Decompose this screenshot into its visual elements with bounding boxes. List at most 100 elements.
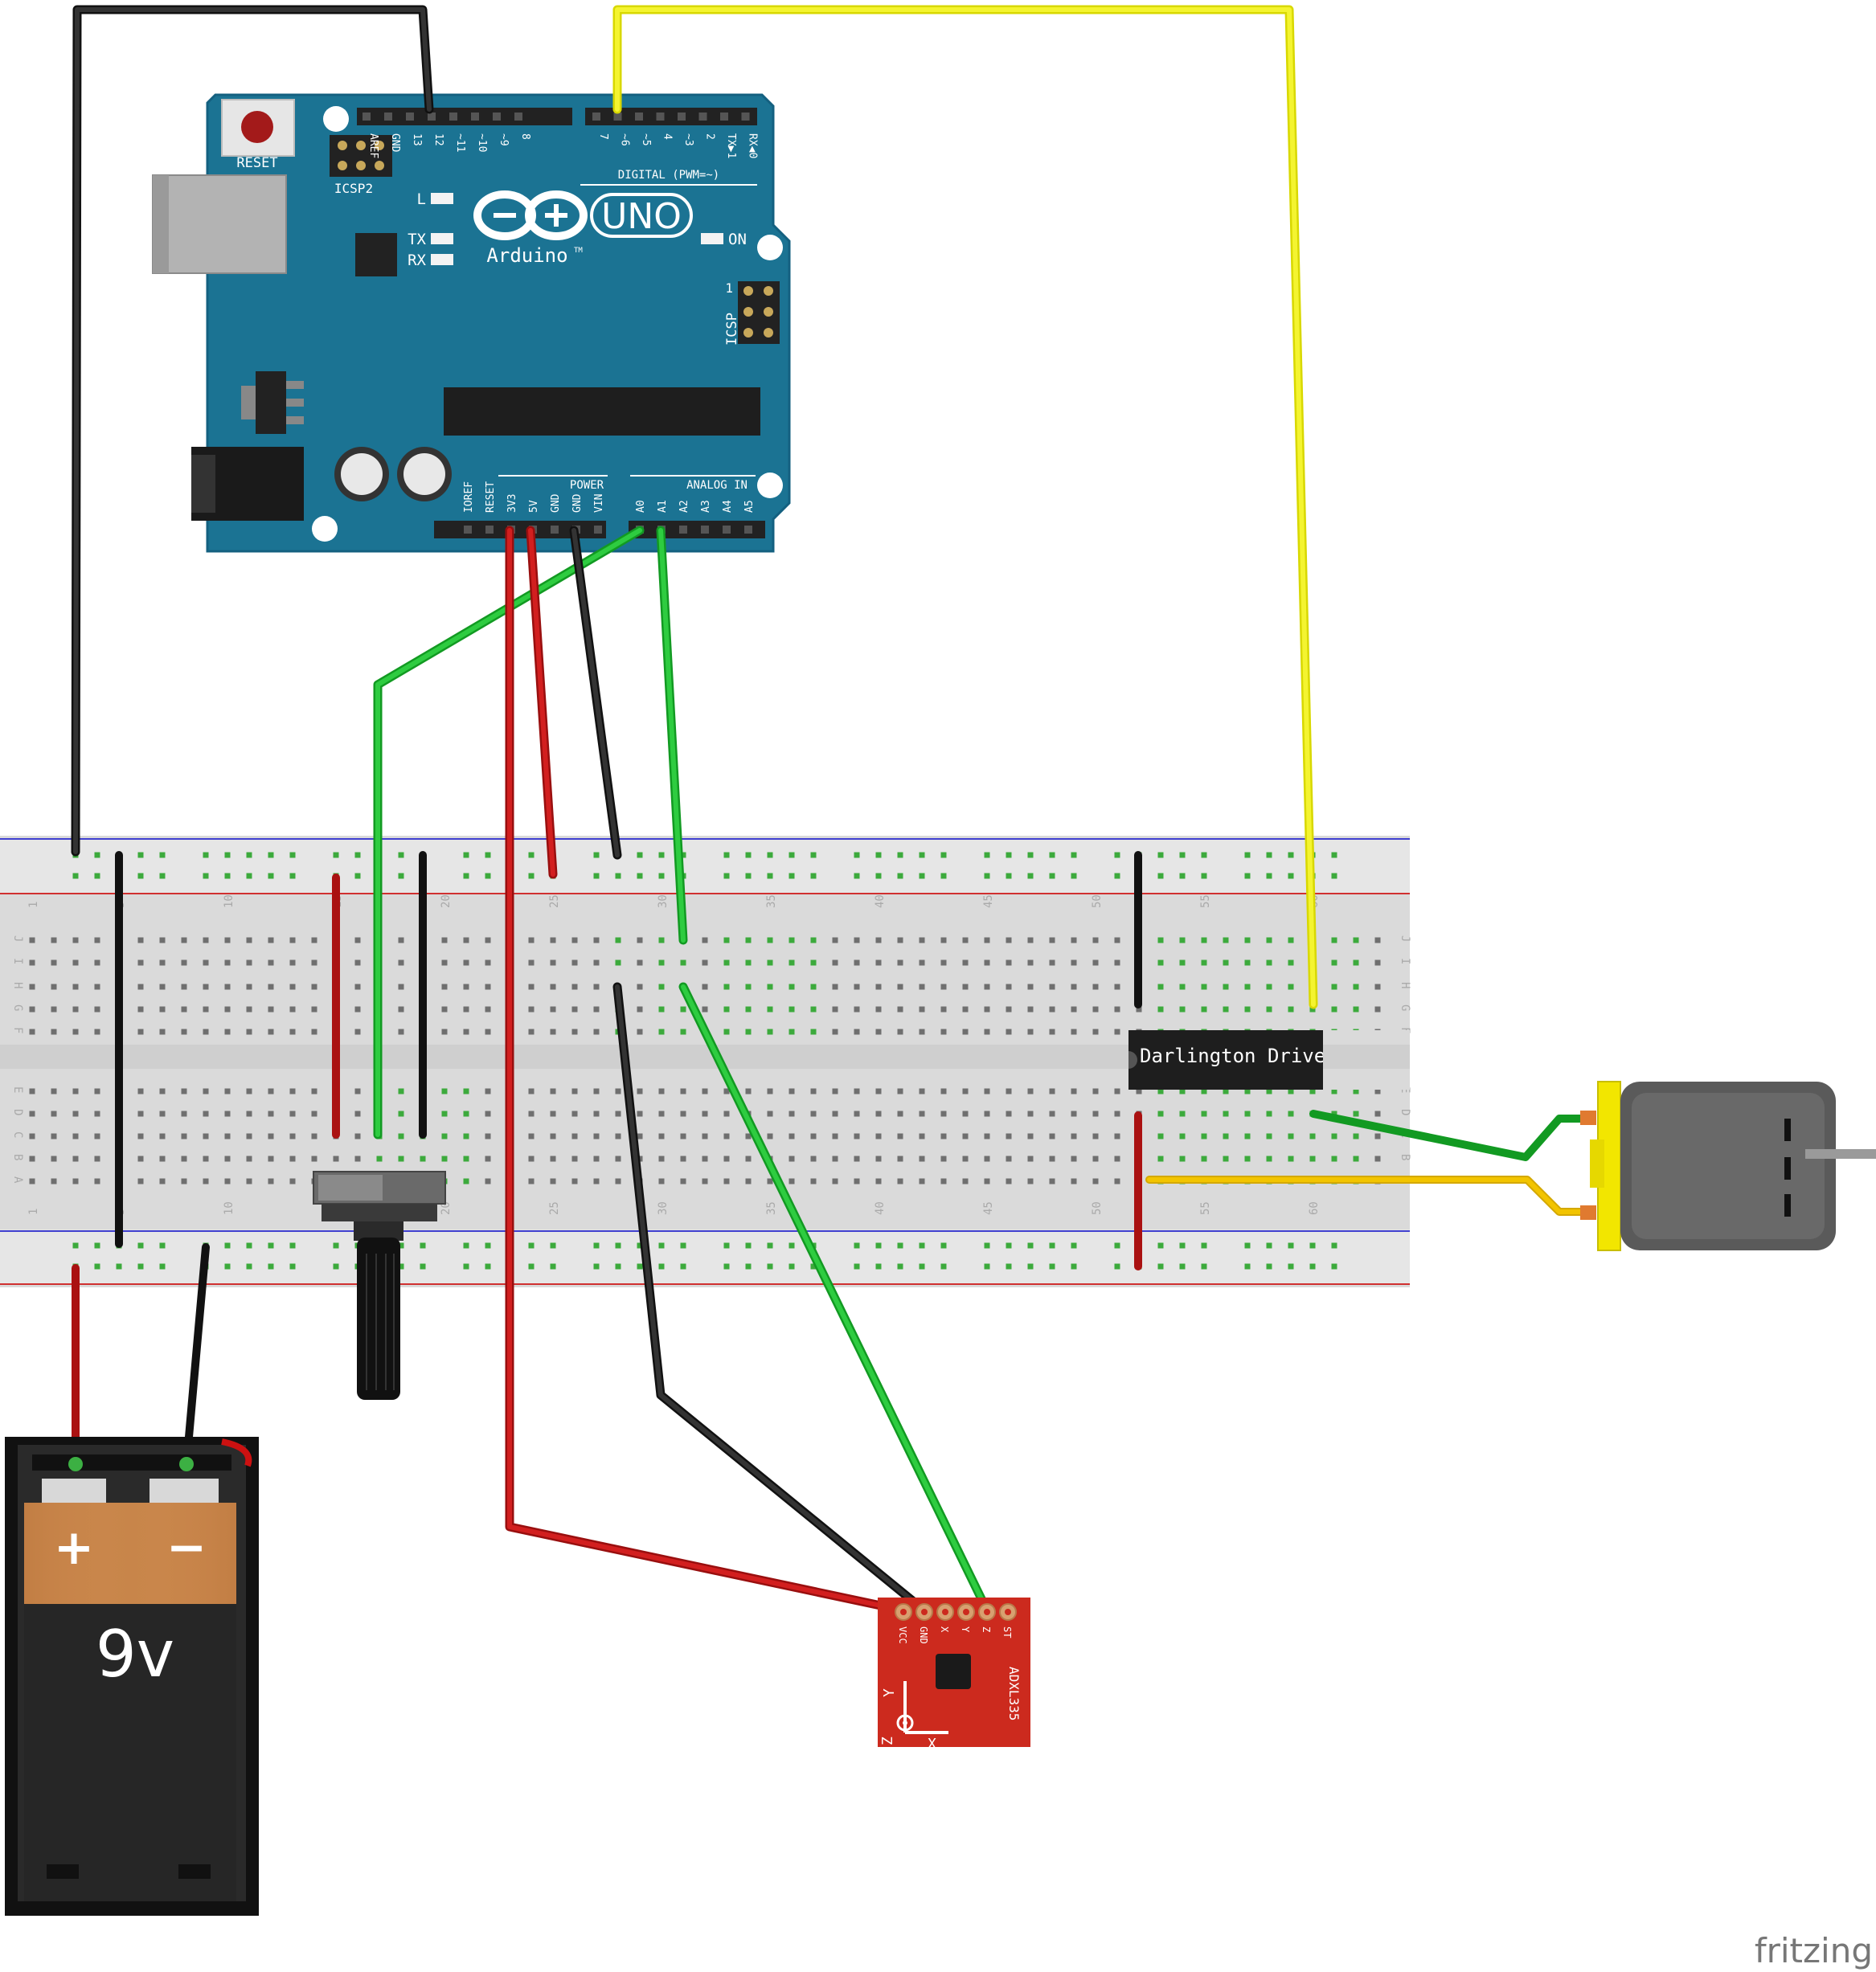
breadboard-hole (159, 1156, 166, 1162)
rail-hole (1244, 1263, 1251, 1270)
breadboard-hole (571, 1088, 578, 1094)
header-pin (514, 113, 522, 121)
breadboard-hole (224, 1111, 231, 1117)
breadboard-hole (181, 1111, 187, 1117)
accel-pin-label: X (939, 1626, 950, 1633)
breadboard-hole (94, 1156, 100, 1162)
header-pin (635, 113, 643, 121)
rail-hole (810, 852, 817, 858)
breadboard-hole (745, 1178, 752, 1184)
breadboard-hole (268, 1006, 274, 1013)
breadboard-hole (593, 1029, 600, 1035)
breadboard-hole (398, 984, 404, 990)
column-number: 40 (874, 1201, 887, 1215)
breadboard-hole (268, 1088, 274, 1094)
breadboard-hole (203, 1111, 209, 1117)
rail-hole (246, 873, 252, 879)
breadboard-hole-connected (420, 1156, 426, 1162)
breadboard-hole (441, 937, 448, 943)
breadboard-hole (485, 1029, 491, 1035)
analog-pin-label: A5 (743, 500, 756, 513)
breadboard-hole (1092, 1178, 1099, 1184)
breadboard-hole (550, 959, 556, 966)
breadboard-hole (94, 1111, 100, 1117)
breadboard-hole (1027, 959, 1034, 966)
breadboard-hole (72, 1111, 79, 1117)
row-letter: I (1399, 958, 1411, 964)
breadboard-hole-connected (398, 1156, 404, 1162)
rail-hole (615, 1242, 621, 1249)
power-pin-label: VIN (593, 494, 605, 513)
breadboard-hole-connected (1309, 1006, 1316, 1013)
breadboard-hole (246, 937, 252, 943)
breadboard-hole (51, 937, 57, 943)
rail-hole (875, 852, 882, 858)
breadboard-hole (224, 1156, 231, 1162)
breadboard-hole-connected (658, 959, 665, 966)
breadboard-hole (1006, 1006, 1012, 1013)
breadboard-hole (72, 1178, 79, 1184)
breadboard-hole-connected (658, 1006, 665, 1013)
breadboard-hole (246, 1111, 252, 1117)
digital-pin-label: 13 (411, 133, 423, 146)
accel-pin-label: ST (1001, 1626, 1013, 1638)
row-letter: J (1399, 935, 1411, 942)
breadboard-hole (159, 1006, 166, 1013)
mounting-hole (757, 473, 783, 498)
breadboard-hole-connected (1157, 937, 1164, 943)
rail-hole (289, 852, 296, 858)
breadboard-hole (528, 1133, 535, 1139)
breadboard-hole (702, 1178, 708, 1184)
breadboard-hole (311, 1111, 317, 1117)
breadboard-hole (181, 984, 187, 990)
motor-shaft (1805, 1149, 1876, 1159)
breadboard-hole (159, 1088, 166, 1094)
breadboard-hole (984, 1178, 990, 1184)
breadboard-hole (810, 1156, 817, 1162)
breadboard-hole (984, 1088, 990, 1094)
rail-hole (984, 873, 990, 879)
accel-pin-label: Y (960, 1626, 971, 1633)
rail-hole (485, 1242, 491, 1249)
breadboard-hole-connected (376, 1156, 383, 1162)
breadboard-hole (658, 1088, 665, 1094)
rail-hole (637, 1242, 643, 1249)
breadboard-hole-connected (1331, 937, 1337, 943)
rail-hole (137, 852, 144, 858)
breadboard-hole (962, 959, 969, 966)
breadboard-hole (962, 1029, 969, 1035)
breadboard-hole-connected (1179, 959, 1186, 966)
breadboard-hole-connected (723, 1006, 730, 1013)
breadboard-hole (441, 959, 448, 966)
breadboard-hole (246, 1133, 252, 1139)
breadboard-hole-connected (1223, 984, 1229, 990)
breadboard-hole-connected (1157, 1111, 1164, 1117)
capacitors (334, 447, 452, 501)
led-l-label: L (417, 190, 426, 208)
breadboard-hole (637, 984, 643, 990)
rail-hole (203, 873, 209, 879)
breadboard-hole (1006, 1178, 1012, 1184)
row-letter: I (11, 958, 24, 964)
breadboard-hole (1114, 959, 1120, 966)
rail-hole (767, 852, 773, 858)
breadboard-hole (615, 1111, 621, 1117)
breadboard-hole (875, 1156, 882, 1162)
breadboard-hole (398, 937, 404, 943)
breadboard-hole (832, 1088, 838, 1094)
header-pin (679, 526, 687, 534)
breadboard-hole (528, 959, 535, 966)
rail-hole (1006, 873, 1012, 879)
rail-hole (745, 1263, 752, 1270)
breadboard-hole (51, 1111, 57, 1117)
breadboard-hole (137, 1156, 144, 1162)
breadboard-hole-connected (745, 1006, 752, 1013)
breadboard-hole (832, 984, 838, 990)
breadboard-hole-connected (1223, 1088, 1229, 1094)
rail-hole (137, 1242, 144, 1249)
breadboard-hole (246, 1156, 252, 1162)
breadboard-hole (788, 1133, 795, 1139)
rail-hole (528, 1263, 535, 1270)
breadboard-hole (398, 1029, 404, 1035)
column-number: 25 (548, 1201, 561, 1215)
